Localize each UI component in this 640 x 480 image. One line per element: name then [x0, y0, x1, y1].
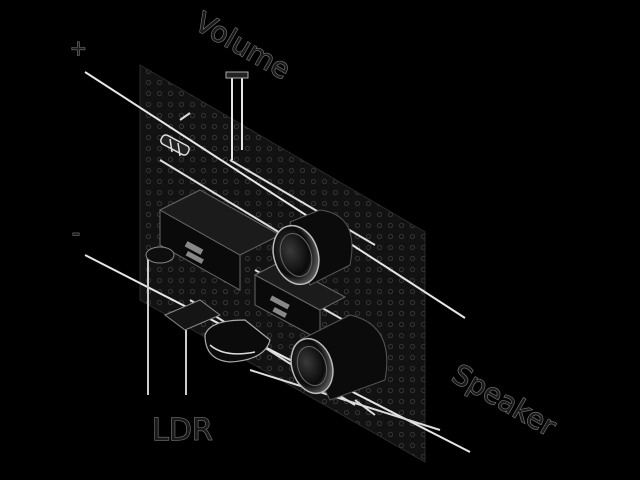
ldr-label: LDR [152, 413, 213, 448]
positive-rail [84, 71, 466, 319]
negative-terminal-label: - [72, 221, 80, 246]
volume-potentiometer [225, 71, 249, 160]
electrolytic-capacitor [204, 319, 271, 363]
positive-terminal-label: + [70, 36, 87, 60]
speaker-label: Speaker [447, 357, 563, 443]
speaker [272, 209, 388, 401]
ldr-sensor [145, 246, 221, 395]
resistor [160, 134, 190, 157]
ic-chip-2 [253, 261, 347, 341]
